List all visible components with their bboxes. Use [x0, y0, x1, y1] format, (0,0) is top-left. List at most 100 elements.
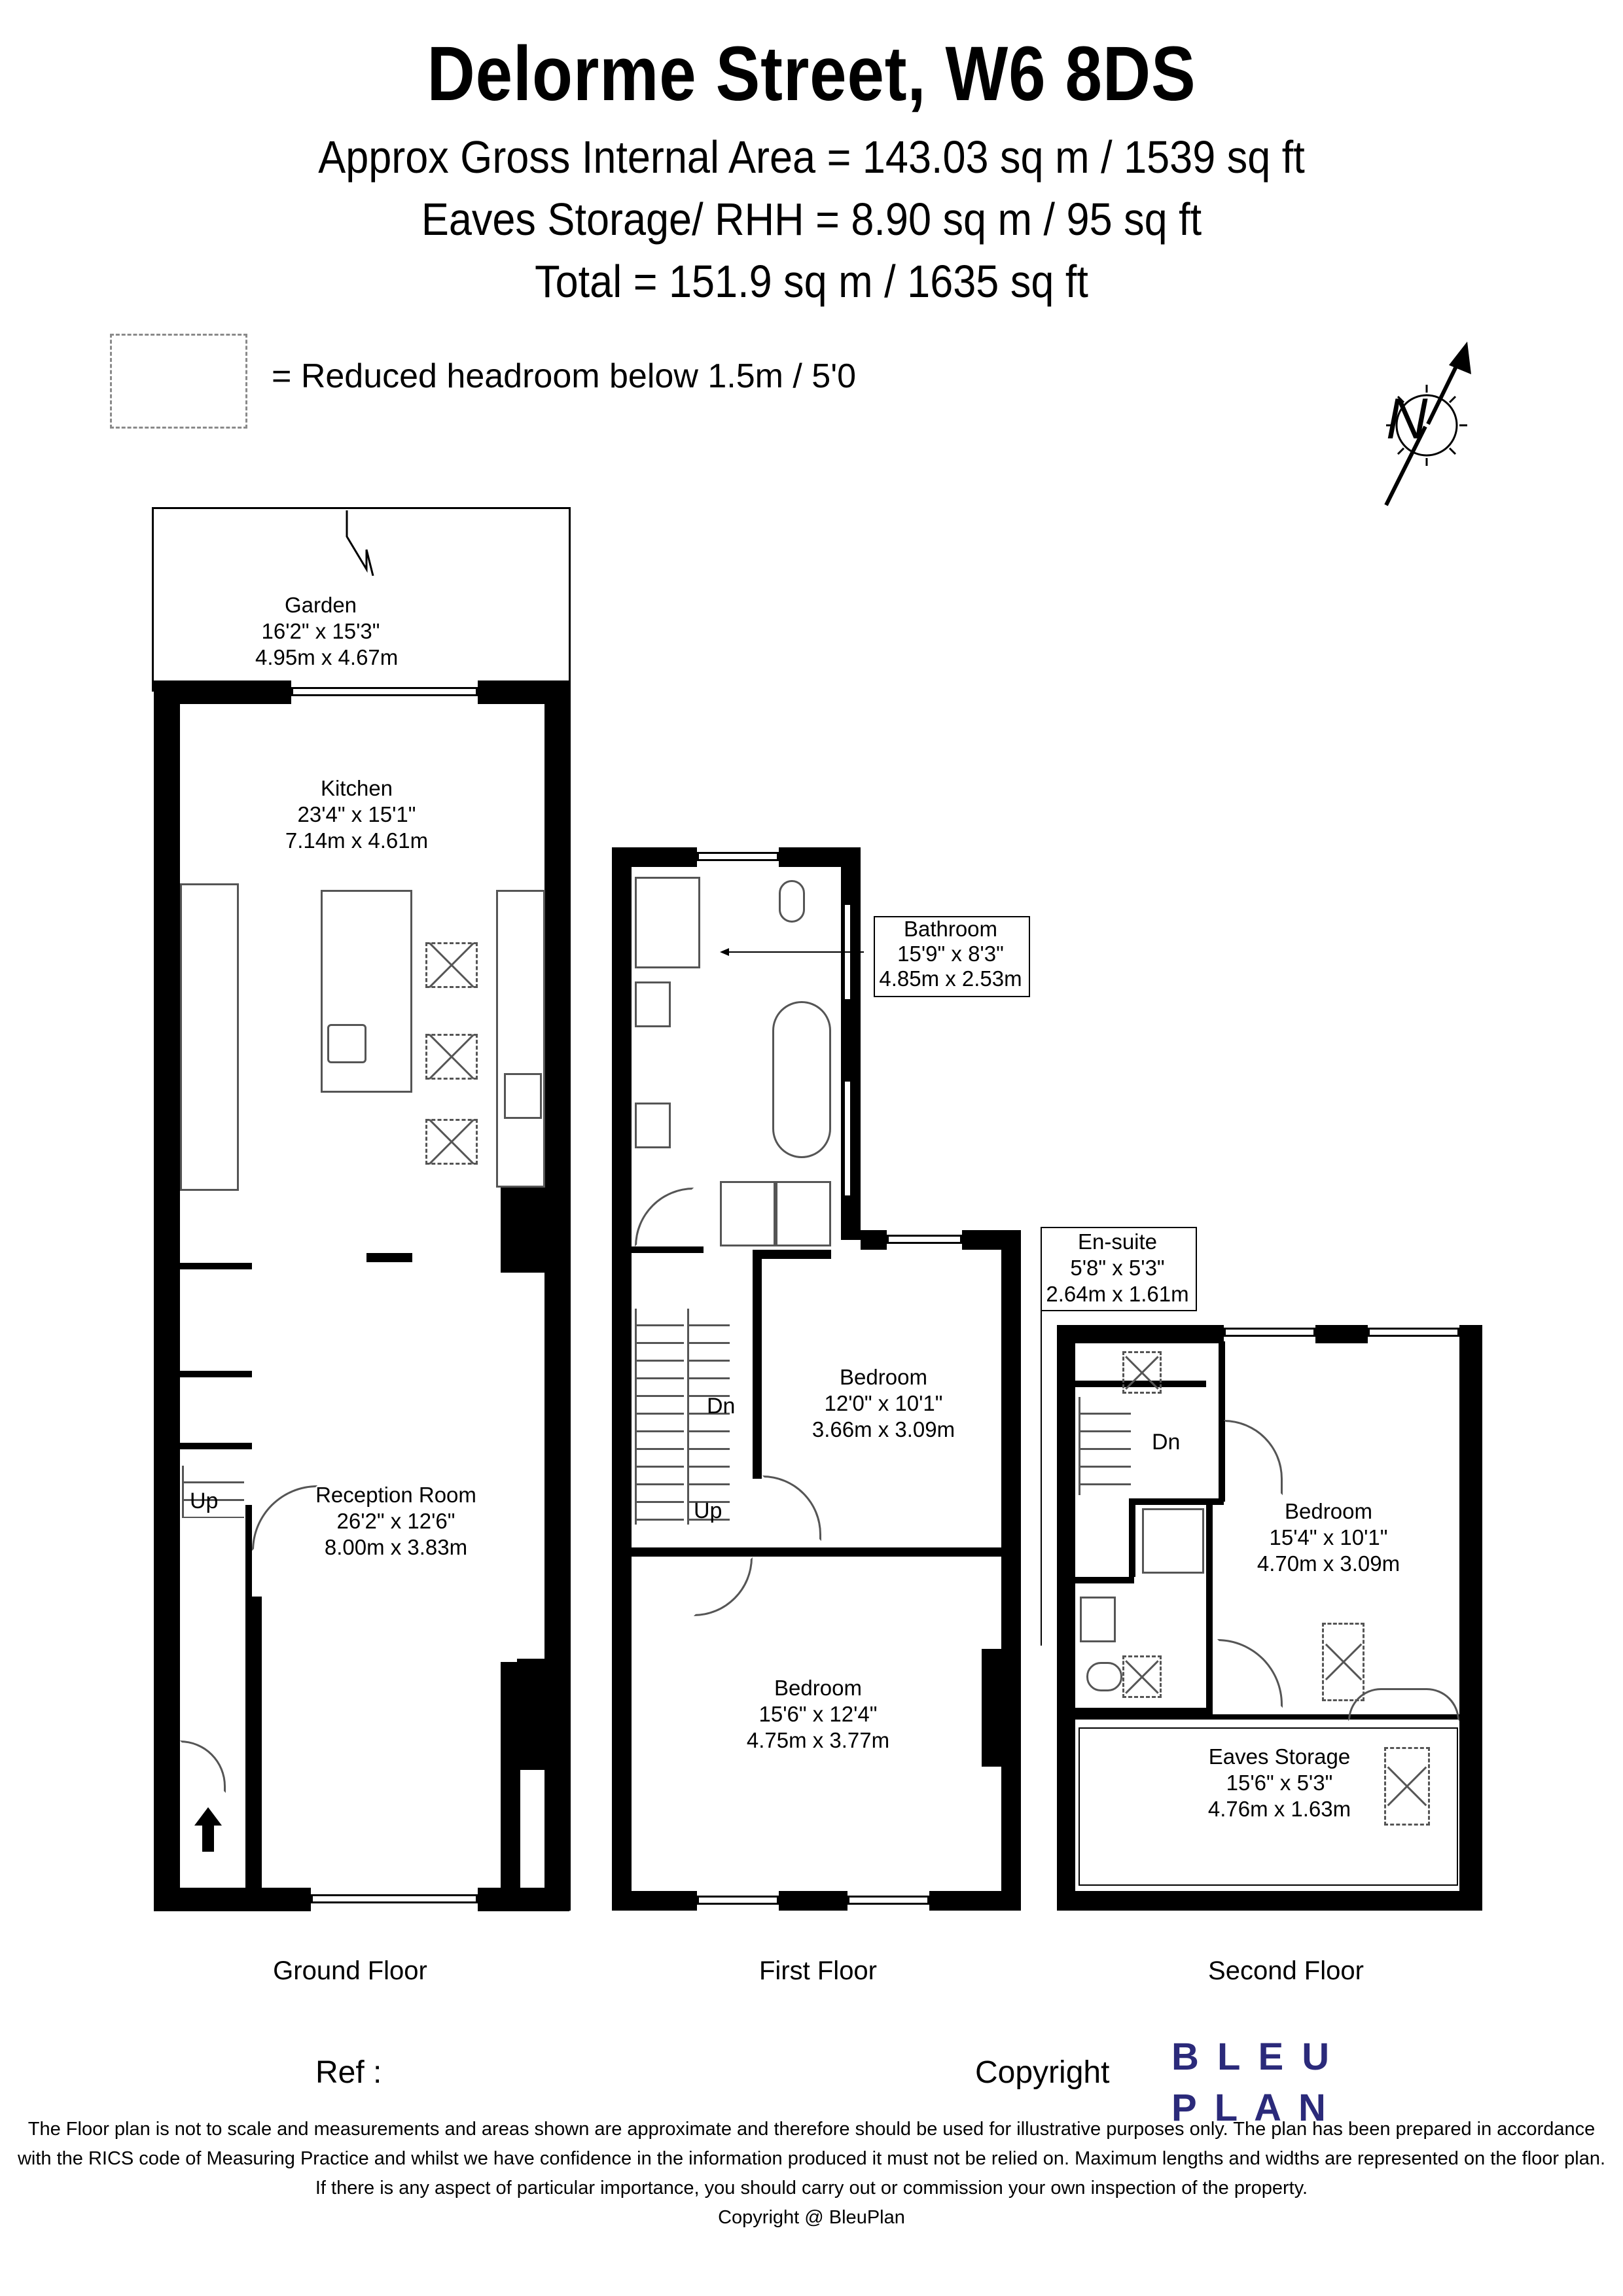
ff-front-wall	[929, 1891, 1021, 1911]
shower-tray	[635, 877, 700, 968]
basin-icon	[635, 1103, 671, 1148]
reception-metric: 8.00m x 3.83m	[324, 1535, 468, 1559]
ff-stairs[interactable]	[687, 1309, 730, 1525]
first-floor-label: First Floor	[759, 1956, 877, 1985]
ff-stairs[interactable]	[635, 1309, 684, 1525]
ff-chimney-breast	[982, 1649, 1003, 1767]
reception-name: Reception Room	[315, 1483, 476, 1507]
bathroom-pointer-icon	[720, 948, 864, 956]
toilet-icon	[779, 880, 805, 923]
eaves-storage-outline	[1079, 1727, 1458, 1886]
ff-front-bedroom-name: Bedroom	[774, 1676, 862, 1700]
ff-stairs-up-label: Up	[694, 1498, 722, 1523]
ff-bedroom-wall	[753, 1250, 762, 1479]
sf-rear-wall	[1057, 1325, 1224, 1343]
ensuite-imperial: 5'8" x 5'3"	[1070, 1256, 1165, 1280]
sf-ensuite-wall	[1075, 1708, 1213, 1714]
sf-bedroom-imperial: 15'4" x 10'1"	[1269, 1525, 1388, 1549]
gf-front-window	[311, 1894, 478, 1903]
disclaimer-line-2: with the RICS code of Measuring Practice…	[17, 2148, 1606, 2169]
sf-basin-icon	[1080, 1597, 1116, 1642]
bathroom-door[interactable]	[635, 1188, 694, 1246]
skylight-icon	[1384, 1747, 1430, 1826]
gf-front-wall-right	[478, 1888, 569, 1911]
ff-stairs-down-label: Dn	[707, 1394, 736, 1419]
gf-front-wall-left	[154, 1888, 311, 1911]
sf-bedroom-door[interactable]	[1224, 1420, 1283, 1495]
ensuite-name: En-suite	[1077, 1229, 1158, 1254]
total-area-text: Total = 151.9 sq m / 1635 sq ft	[535, 256, 1088, 307]
wardrobe	[776, 1181, 831, 1246]
ff-landing-wall	[632, 1547, 759, 1557]
kitchen-metric: 7.14m x 4.61m	[285, 828, 429, 853]
gf-stairs[interactable]	[182, 1466, 244, 1518]
sf-front-wall	[1057, 1891, 1482, 1911]
kitchen-worktop	[496, 890, 545, 1188]
sf-stairs[interactable]	[1079, 1397, 1131, 1495]
sf-shower-tray	[1142, 1508, 1204, 1574]
hob-icon	[327, 1024, 366, 1063]
sf-bedroom-metric: 4.70m x 3.09m	[1257, 1551, 1400, 1576]
bathroom-side-window	[843, 1080, 852, 1197]
gf-cupboard-wall	[180, 1371, 252, 1377]
ff-wall-segment	[962, 1230, 1005, 1250]
skylight-icon	[1322, 1623, 1364, 1701]
ff-rear-bedroom-window	[887, 1235, 962, 1244]
reception-imperial: 26'2" x 12'6"	[336, 1509, 455, 1533]
gf-cupboard-wall	[180, 1263, 252, 1269]
sf-internal-wall	[1075, 1577, 1134, 1583]
second-floor-label: Second Floor	[1208, 1956, 1364, 1985]
sf-internal-wall	[1129, 1498, 1224, 1505]
ensuite-label-box	[1041, 1227, 1197, 1311]
ff-rear-bedroom-door[interactable]	[762, 1475, 821, 1541]
sf-rear-wall	[1315, 1325, 1368, 1343]
ff-front-window	[847, 1896, 929, 1905]
garden-name: Garden	[284, 593, 357, 617]
eaves-doors[interactable]	[1348, 1688, 1459, 1721]
sf-ensuite-door[interactable]	[1217, 1639, 1283, 1708]
gf-chimney-breast	[517, 1659, 546, 1770]
kitchen-side-units	[180, 883, 239, 1191]
sf-rear-window	[1224, 1328, 1315, 1337]
garden-fence	[152, 507, 571, 561]
disclaimer-line-1: The Floor plan is not to scale and measu…	[27, 2119, 1596, 2140]
ff-rear-wall-left	[612, 847, 697, 867]
sf-eaves-wall	[1075, 1714, 1482, 1720]
skylight-icon	[425, 942, 478, 988]
disclaimer-line-3: If there is any aspect of particular imp…	[315, 2178, 1308, 2199]
sf-left-wall	[1057, 1325, 1075, 1911]
garden-imperial: 16'2" x 15'3"	[261, 619, 380, 643]
bathroom-metric: 4.85m x 2.53m	[879, 966, 1022, 991]
logo-line-2: P L A N	[1171, 2087, 1330, 2129]
kitchen-imperial: 23'4" x 15'1"	[297, 802, 416, 826]
eaves-area-text: Eaves Storage/ RHH = 8.90 sq m / 95 sq f…	[421, 194, 1202, 245]
wardrobe	[720, 1181, 776, 1246]
gf-rear-wall-left	[154, 680, 291, 704]
ff-front-bedroom-imperial: 15'6" x 12'4"	[758, 1702, 878, 1726]
disclaimer: The Floor plan is not to scale and measu…	[0, 2115, 1623, 2233]
compass-letter: N	[1386, 386, 1428, 451]
gf-left-wall	[154, 680, 180, 1911]
eaves-imperial: 15'6" x 5'3"	[1226, 1771, 1333, 1795]
skylight-icon	[425, 1119, 478, 1165]
gf-right-wall	[544, 680, 571, 1911]
entrance-arrow-icon	[194, 1807, 222, 1852]
gf-hall-partition	[245, 1505, 252, 1904]
garden-left-edge	[152, 561, 154, 692]
ff-front-bedroom-door[interactable]	[694, 1557, 753, 1616]
ff-rear-bedroom-metric: 3.66m x 3.09m	[812, 1417, 955, 1441]
sf-stairs-down-label: Dn	[1152, 1430, 1181, 1455]
sf-internal-wall	[1219, 1341, 1225, 1502]
sf-internal-wall	[1129, 1498, 1135, 1577]
ff-right-wall	[1001, 1230, 1021, 1911]
garden-right-edge	[569, 561, 571, 692]
ff-front-bedroom-metric: 4.75m x 3.77m	[746, 1728, 890, 1752]
bathroom-window	[697, 852, 779, 861]
compass-icon	[1384, 342, 1471, 506]
gross-area-text: Approx Gross Internal Area = 143.03 sq m…	[318, 132, 1305, 183]
kitchen-name: Kitchen	[320, 776, 393, 800]
garden-metric: 4.95m x 4.67m	[255, 645, 399, 669]
gf-hall-wall	[180, 1443, 252, 1449]
front-door[interactable]	[180, 1740, 226, 1793]
sf-toilet-icon	[1086, 1662, 1122, 1691]
